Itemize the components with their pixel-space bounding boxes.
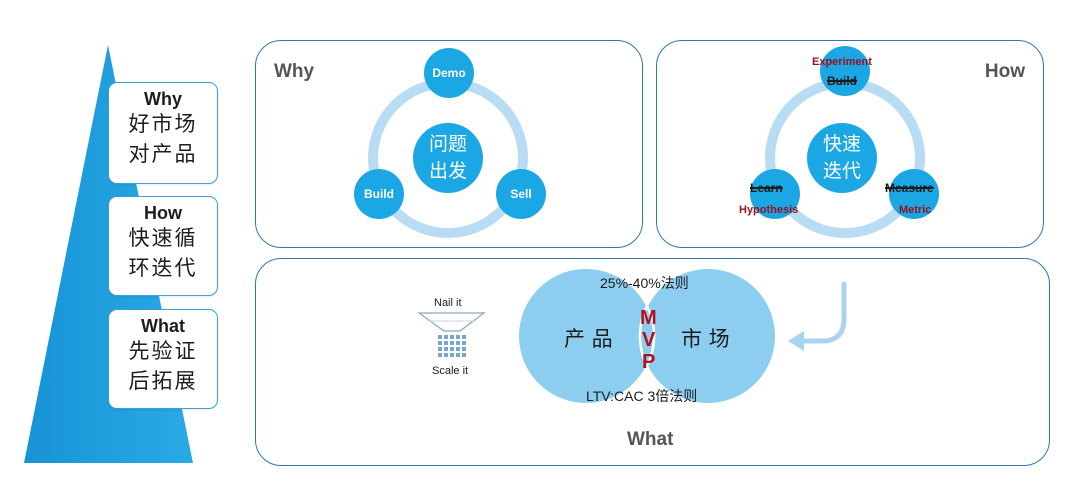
center-node: 快速 迭代 [807, 123, 877, 193]
side-box-line: 对产品 [128, 142, 198, 166]
venn-overlap-line [638, 305, 649, 367]
node-hypothesis [750, 169, 800, 219]
funnel-top-label: Nail it [434, 297, 462, 309]
why-panel: Why 问题 出发 Demo Build Sell [255, 40, 643, 248]
arrow-head [788, 331, 804, 351]
build-struck-label: Build [827, 74, 857, 88]
metric-label: Metric [899, 204, 932, 216]
node-sell: Sell [496, 169, 546, 219]
curved-arrow [798, 281, 847, 344]
panel-title: What [627, 429, 674, 450]
center-node: 问题 出发 [413, 123, 483, 193]
how-panel: How 快速 迭代 Experiment Build Learn Hypothe… [656, 40, 1044, 248]
venn-overlap-line [645, 305, 656, 367]
side-box-title: What [141, 316, 185, 336]
center-line: 问题 [428, 133, 467, 155]
venn-left-label: 产 品 [564, 327, 613, 351]
center-line: 快速 [822, 133, 861, 155]
venn-top-label: 25%-40%法则 [600, 275, 689, 291]
side-box-line: 快速循 [128, 226, 198, 250]
venn-bottom-label: LTV:CAC 3倍法则 [586, 388, 698, 404]
panel-title: Why [274, 61, 315, 82]
side-box-what: What 先验证 后拓展 [108, 309, 218, 409]
learn-struck-label: Learn [750, 181, 783, 195]
center-line: 迭代 [822, 160, 861, 182]
center-line: 出发 [428, 160, 467, 182]
node-demo: Demo [424, 48, 474, 98]
funnel-bottom-label: Scale it [432, 365, 469, 377]
experiment-label: Experiment [812, 56, 872, 68]
side-box-line: 环迭代 [128, 256, 198, 280]
scale-grid-icon [438, 335, 466, 357]
node-experiment [820, 46, 870, 96]
mvp-letter-m: M [640, 307, 657, 329]
node-build: Build [354, 169, 404, 219]
venn-left-circle [519, 269, 653, 403]
venn-shapes [417, 269, 847, 403]
what-panel: 25%-40%法则 产 品 市 场 M V P LTV:CAC 3倍法则 Nai… [255, 258, 1050, 466]
mvp-letter-v: V [642, 329, 656, 351]
side-box-why: Why 好市场 对产品 [108, 82, 218, 184]
side-box-line: 好市场 [128, 112, 198, 136]
panel-title: How [984, 61, 1025, 82]
side-box-line: 先验证 [128, 339, 198, 363]
side-box-title: How [144, 203, 182, 223]
venn-right-circle [641, 269, 775, 403]
measure-struck-label: Measure [885, 181, 934, 195]
venn-right-label: 市 场 [681, 327, 730, 351]
side-box-how: How 快速循 环迭代 [108, 196, 218, 296]
funnel-icon [417, 312, 486, 332]
node-metric [889, 169, 939, 219]
hypothesis-label: Hypothesis [739, 204, 799, 216]
side-box-line: 后拓展 [128, 369, 198, 393]
mvp-letter-p: P [642, 351, 656, 373]
side-box-title: Why [144, 89, 182, 109]
